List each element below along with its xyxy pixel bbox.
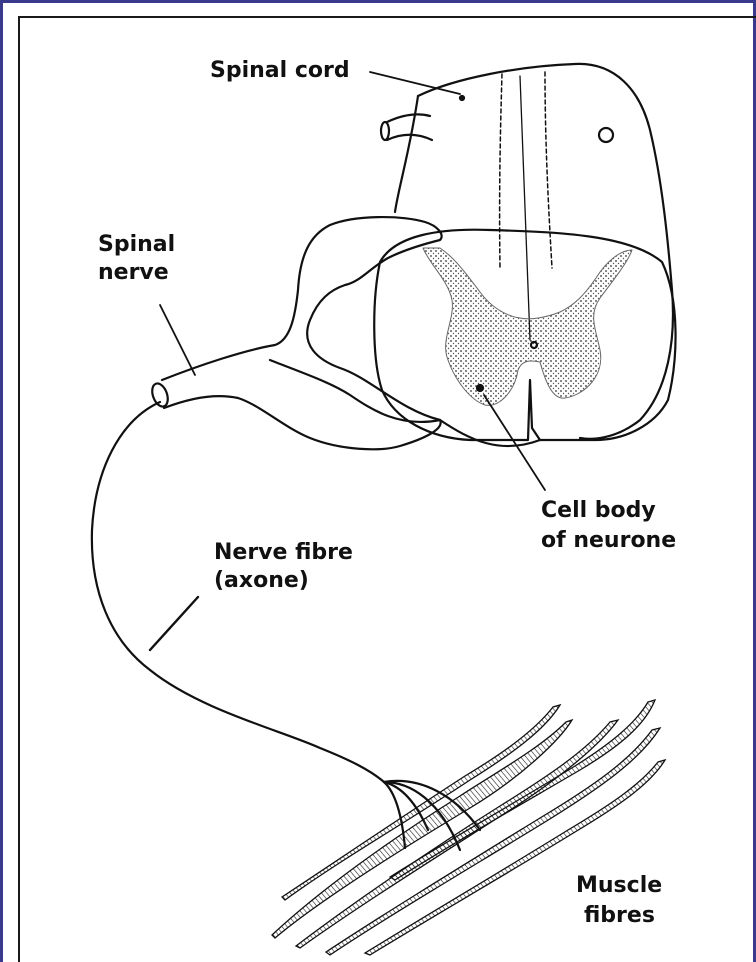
spinal-cord-pointer [370,72,460,94]
nerve-fibre-pointer [150,597,198,650]
label-spinal-nerve-2: nerve [98,260,169,286]
label-nerve-fibre-2: (axone) [214,568,309,594]
label-cell-body-2: of neurone [541,528,676,554]
label-cell-body-1: Cell body [541,498,656,524]
spinal-nerve-pointer [160,305,195,375]
label-spinal-cord: Spinal cord [210,58,350,84]
label-nerve-fibre-1: Nerve fibre [214,540,353,566]
label-spinal-nerve-1: Spinal [98,232,175,258]
label-muscle-1: Muscle [576,873,662,899]
spinal-cord-segment [418,64,673,439]
nerve-fibre-axone [92,402,405,848]
label-muscle-2: fibres [584,903,655,929]
